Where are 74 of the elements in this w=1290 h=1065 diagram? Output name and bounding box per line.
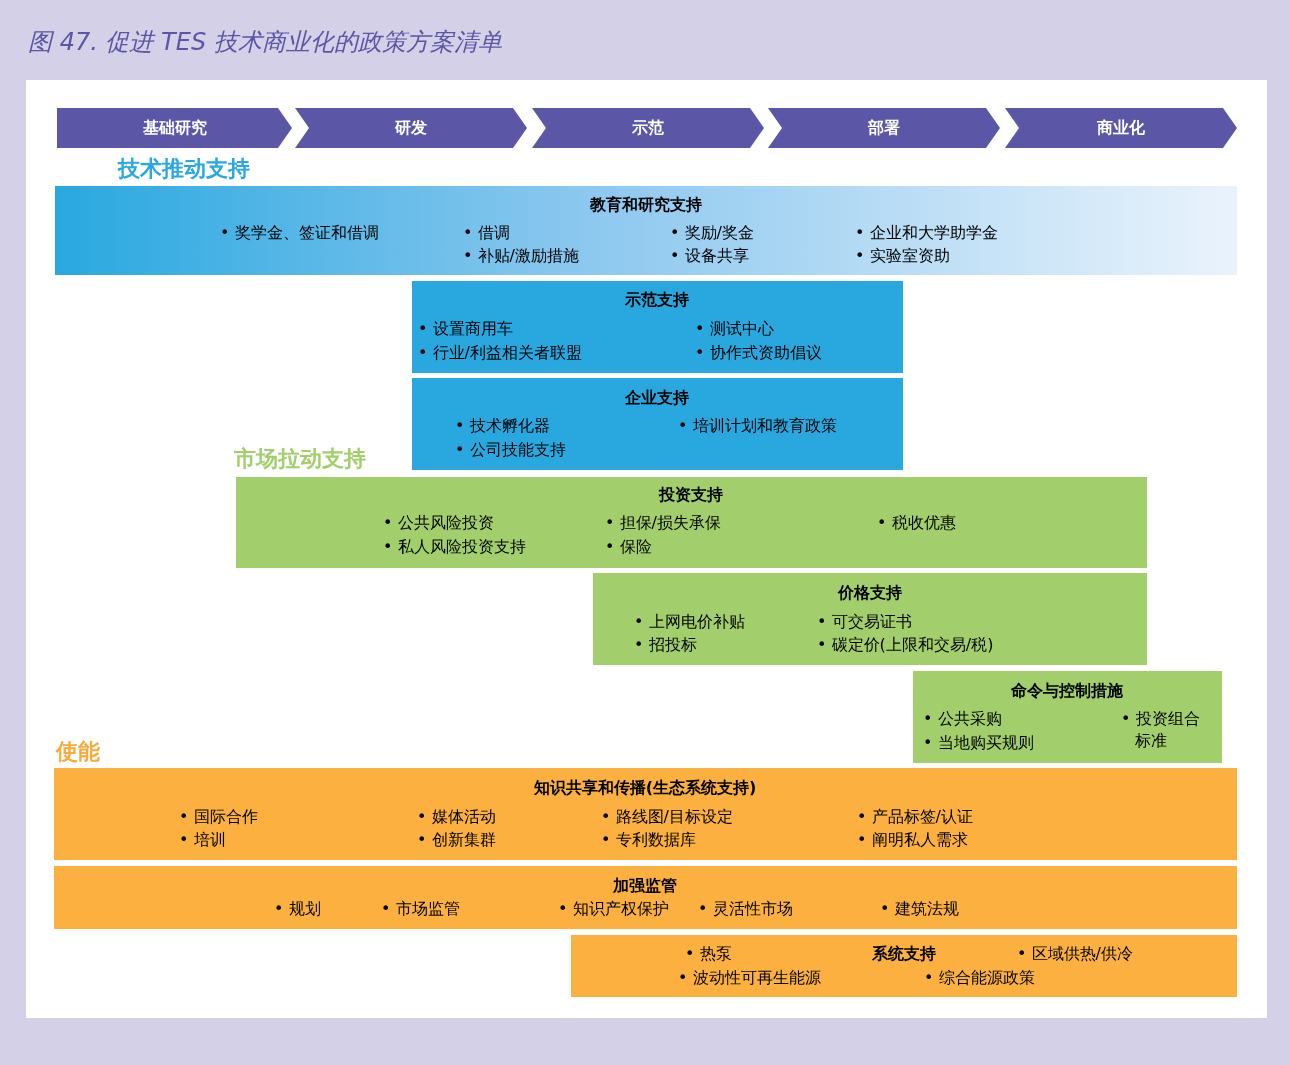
stage-label: 商业化 bbox=[1097, 117, 1145, 139]
bullet-item: • 公共风险投资 bbox=[383, 512, 494, 534]
stage-band bbox=[57, 108, 292, 148]
policy-box bbox=[593, 573, 1147, 665]
bullet-item: • 波动性可再生能源 bbox=[678, 967, 821, 989]
bullet-item: • 区域供热/供冷 bbox=[1017, 943, 1133, 965]
bullet-item: • 测试中心 bbox=[695, 318, 774, 340]
bullet-item: • 行业/利益相关者联盟 bbox=[418, 342, 582, 364]
bullet-item: • 阐明私人需求 bbox=[857, 829, 968, 851]
bullet-item: • 国际合作 bbox=[179, 806, 258, 828]
bullet-item: • 培训计划和教育政策 bbox=[678, 415, 837, 437]
box-heading: 投资支持 bbox=[659, 484, 723, 506]
bullet-item: • 补贴/激励措施 bbox=[463, 245, 579, 267]
bullet-item: • 可交易证书 bbox=[817, 611, 912, 633]
bullet-item: • 税收优惠 bbox=[877, 512, 956, 534]
bullet-item: • 设置商用车 bbox=[418, 318, 513, 340]
bullet-item: • 担保/损失承保 bbox=[605, 512, 721, 534]
section-heading: 技术推动支持 bbox=[118, 156, 250, 182]
box-heading: 命令与控制措施 bbox=[1011, 680, 1123, 702]
bullet-item: • 建筑法规 bbox=[880, 898, 959, 920]
policy-box bbox=[54, 866, 1237, 929]
box-heading: 系统支持 bbox=[872, 943, 936, 965]
bullet-item: • 奖励/奖金 bbox=[670, 222, 754, 244]
box-heading: 教育和研究支持 bbox=[590, 194, 702, 216]
box-heading: 价格支持 bbox=[838, 582, 902, 604]
bullet-item: • 专利数据库 bbox=[601, 829, 696, 851]
stage-band bbox=[1005, 108, 1237, 148]
bullet-item: • 当地购买规则 bbox=[923, 732, 1034, 754]
bullet-item: • 产品标签/认证 bbox=[857, 806, 973, 828]
bullet-item: • 热泵 bbox=[685, 943, 732, 965]
box-heading: 加强监管 bbox=[613, 875, 677, 897]
bullet-item: • 公司技能支持 bbox=[455, 439, 566, 461]
policy-box bbox=[913, 671, 1222, 763]
policy-box bbox=[412, 281, 903, 373]
section-heading: 市场拉动支持 bbox=[234, 446, 366, 472]
bullet-item: • 灵活性市场 bbox=[698, 898, 793, 920]
stage-band bbox=[768, 108, 1000, 148]
stage-band bbox=[295, 108, 527, 148]
policy-box bbox=[412, 378, 903, 470]
bullet-item: • 实验室资助 bbox=[855, 245, 950, 267]
bullet-item: • 规划 bbox=[274, 898, 321, 920]
bullet-item: • 企业和大学助学金 bbox=[855, 222, 998, 244]
stage-label: 示范 bbox=[632, 117, 664, 139]
bullet-item: • 综合能源政策 bbox=[924, 967, 1035, 989]
bullet-item: • 上网电价补贴 bbox=[634, 611, 745, 633]
figure-title: 图 47. 促进 TES 技术商业化的政策方案清单 bbox=[28, 27, 502, 58]
box-heading: 知识共享和传播(生态系统支持) bbox=[533, 777, 757, 799]
stage-label: 研发 bbox=[395, 117, 427, 139]
bullet-item: • 碳定价(上限和交易/税) bbox=[817, 634, 994, 656]
policy-box bbox=[571, 935, 1237, 997]
bullet-item: • 路线图/目标设定 bbox=[601, 806, 733, 828]
stage-label: 部署 bbox=[868, 117, 900, 139]
bullet-item: • 投资组合标准 bbox=[1121, 708, 1201, 752]
stage-band bbox=[532, 108, 764, 148]
bullet-item: • 设备共享 bbox=[670, 245, 749, 267]
bullet-item: • 知识产权保护 bbox=[558, 898, 669, 920]
policy-box bbox=[54, 768, 1237, 860]
bullet-item: • 培训 bbox=[179, 829, 226, 851]
bullet-item: • 媒体活动 bbox=[417, 806, 496, 828]
bullet-item: • 公共采购 bbox=[923, 708, 1002, 730]
bullet-item: • 保险 bbox=[605, 536, 652, 558]
policy-box bbox=[55, 186, 1237, 275]
bullet-item: • 市场监管 bbox=[381, 898, 460, 920]
bullet-item: • 创新集群 bbox=[417, 829, 496, 851]
bullet-item: • 私人风险投资支持 bbox=[383, 536, 526, 558]
policy-box bbox=[236, 477, 1147, 568]
stage-label: 基础研究 bbox=[142, 117, 207, 139]
bullet-item: • 技术孵化器 bbox=[455, 415, 550, 437]
bullet-item: • 奖学金、签证和借调 bbox=[220, 222, 379, 244]
bullet-item: • 招投标 bbox=[634, 634, 697, 656]
bullet-item: • 借调 bbox=[463, 222, 510, 244]
bullet-item: • 协作式资助倡议 bbox=[695, 342, 822, 364]
box-heading: 企业支持 bbox=[625, 387, 689, 409]
box-heading: 示范支持 bbox=[625, 289, 689, 311]
